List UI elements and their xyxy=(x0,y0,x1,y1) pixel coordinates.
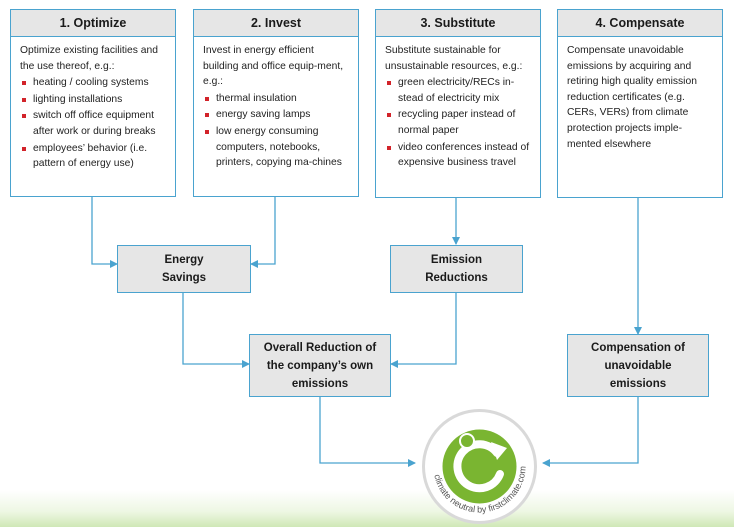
node-overall-reduction: Overall Reduction of the company’s own e… xyxy=(249,334,391,397)
arrow-compensation-to-logo xyxy=(542,397,639,467)
arrow-energy-savings-to-overall xyxy=(182,293,250,368)
column-optimize-intro: Optimize existing facilities and the use… xyxy=(20,45,158,72)
column-substitute-bullets: green electricity/RECs in-stead of elect… xyxy=(385,75,533,171)
bullet-item: green electricity/RECs in-stead of elect… xyxy=(385,75,533,106)
column-invest-bullets: thermal insulation energy saving lamps l… xyxy=(203,91,351,171)
bullet-item: switch off office equipment after work o… xyxy=(20,108,168,139)
bullet-item: video conferences instead of expensive b… xyxy=(385,140,533,171)
column-invest-title: 2. Invest xyxy=(194,10,358,37)
bullet-item: lighting installations xyxy=(20,92,168,108)
bullet-item: low energy consuming computers, notebook… xyxy=(203,124,351,171)
column-optimize-title: 1. Optimize xyxy=(11,10,175,37)
node-compensation: Compensation of unavoidable emissions xyxy=(567,334,709,397)
column-compensate-intro: Compensate unavoidable emissions by acqu… xyxy=(567,45,697,150)
climate-neutral-logo: climate neutral by firstclimate.com xyxy=(422,409,537,524)
bullet-item: recycling paper instead of normal paper xyxy=(385,107,533,138)
column-compensate-title: 4. Compensate xyxy=(558,10,722,37)
arrow-overall-to-logo xyxy=(319,397,416,467)
bullet-item: thermal insulation xyxy=(203,91,351,107)
node-emission-reductions: Emission Reductions xyxy=(390,245,523,293)
column-optimize-bullets: heating / cooling systems lighting insta… xyxy=(20,75,168,172)
column-substitute-intro: Substitute sustainable for unsustainable… xyxy=(385,45,523,72)
column-substitute-title: 3. Substitute xyxy=(376,10,540,37)
column-substitute: 3. Substitute Substitute sustainable for… xyxy=(375,9,541,198)
column-invest-intro: Invest in energy efficient building and … xyxy=(203,45,344,88)
arrow-invest-to-energy-savings xyxy=(250,196,276,268)
arrow-optimize-to-energy-savings xyxy=(91,196,118,268)
column-optimize: 1. Optimize Optimize existing facilities… xyxy=(10,9,176,197)
column-invest: 2. Invest Invest in energy efficient bui… xyxy=(193,9,359,197)
node-energy-savings: Energy Savings xyxy=(117,245,251,293)
refresh-arrow-icon xyxy=(453,440,504,493)
bullet-item: employees’ behavior (i.e. pattern of ene… xyxy=(20,141,168,172)
bullet-item: heating / cooling systems xyxy=(20,75,168,91)
arrow-emission-reductions-to-overall xyxy=(390,293,457,368)
column-compensate: 4. Compensate Compensate unavoidable emi… xyxy=(557,9,723,198)
bullet-item: energy saving lamps xyxy=(203,107,351,123)
